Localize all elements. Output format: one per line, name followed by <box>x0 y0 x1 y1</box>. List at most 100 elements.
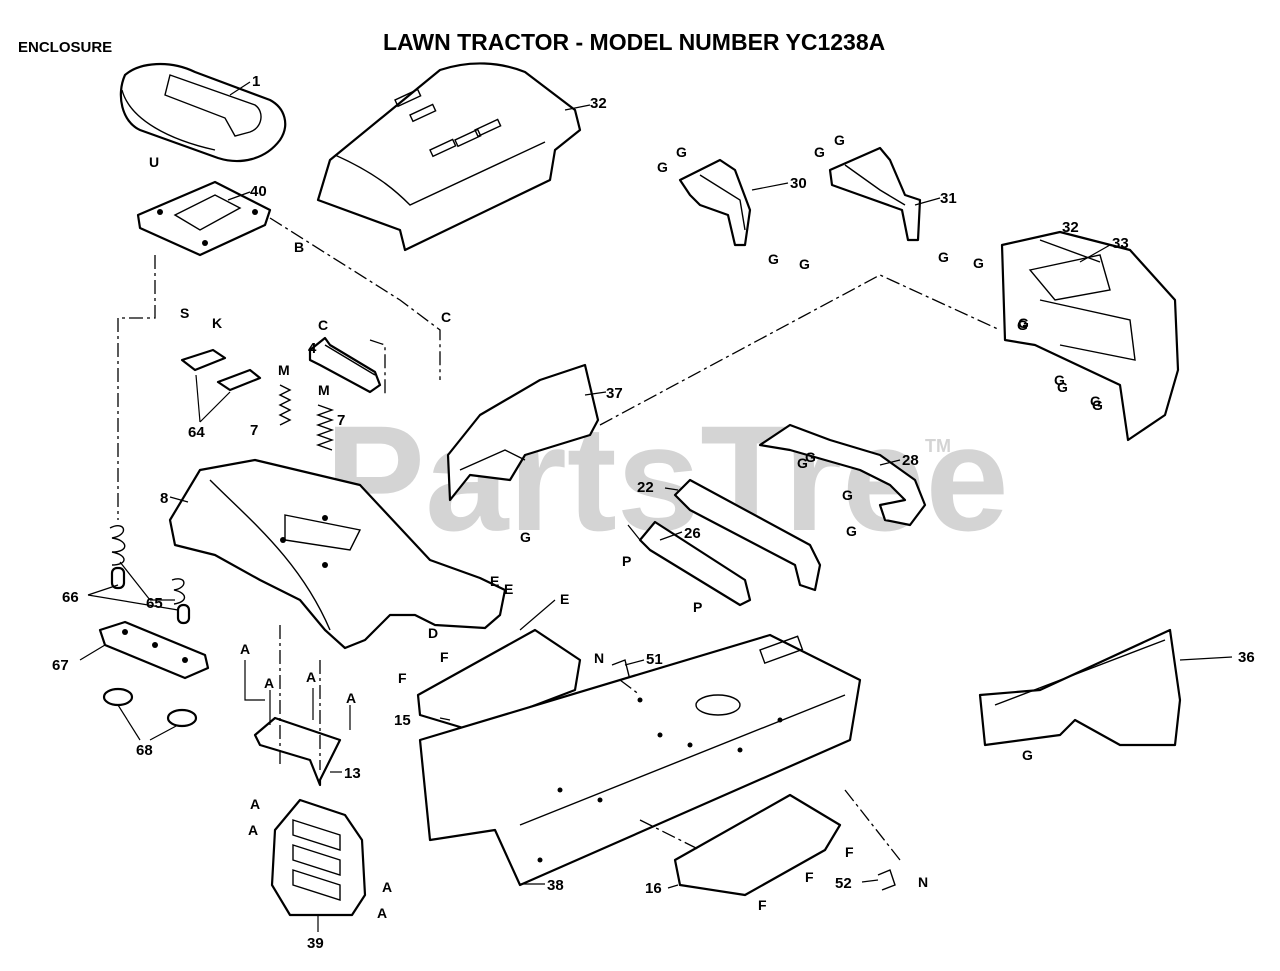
part-main-frame[interactable] <box>418 633 862 887</box>
part-plate[interactable] <box>98 620 210 680</box>
part-channel[interactable] <box>673 478 822 592</box>
part-number-33[interactable]: 33 <box>1112 235 1129 252</box>
reference-letter-g: G <box>805 449 816 465</box>
reference-letter-g: G <box>768 251 779 267</box>
reference-letter-g: G <box>973 255 984 271</box>
part-number-36[interactable]: 36 <box>1238 649 1255 666</box>
part-number-1[interactable]: 1 <box>252 73 260 90</box>
part-fender[interactable] <box>168 458 507 650</box>
reference-letter-a: A <box>264 675 274 691</box>
part-number-32[interactable]: 32 <box>590 95 607 112</box>
part-number-65[interactable]: 65 <box>146 595 163 612</box>
reference-letter-g: G <box>1054 372 1065 388</box>
part-dash-panel[interactable] <box>446 363 600 502</box>
part-hood[interactable] <box>316 62 582 252</box>
part-number-16[interactable]: 16 <box>645 880 662 897</box>
part-number-38[interactable]: 38 <box>547 877 564 894</box>
part-number-40[interactable]: 40 <box>250 183 267 200</box>
reference-letter-m: M <box>318 382 330 398</box>
part-number-15[interactable]: 15 <box>394 712 411 729</box>
part-number-64[interactable]: 64 <box>188 424 205 441</box>
part-clip-52[interactable] <box>877 869 896 891</box>
reference-letter-n: N <box>918 874 928 890</box>
part-number-52[interactable]: 52 <box>835 875 852 892</box>
part-bracket-left[interactable] <box>678 158 752 247</box>
part-pads[interactable] <box>180 348 262 392</box>
part-number-26[interactable]: 26 <box>684 525 701 542</box>
part-bushings[interactable] <box>102 687 198 728</box>
part-number-13[interactable]: 13 <box>344 765 361 782</box>
reference-letter-g: G <box>842 487 853 503</box>
reference-letter-g: G <box>1022 747 1033 763</box>
reference-letter-g: G <box>834 132 845 148</box>
reference-letter-g: G <box>1092 397 1103 413</box>
part-pins-66[interactable] <box>110 566 191 625</box>
reference-letter-n: N <box>594 650 604 666</box>
reference-letter-g: G <box>520 529 531 545</box>
part-step-plate[interactable] <box>673 793 842 897</box>
reference-letter-a: A <box>250 796 260 812</box>
reference-letter-e: E <box>504 581 513 597</box>
part-shield[interactable] <box>270 798 367 917</box>
reference-letter-f: F <box>805 869 814 885</box>
part-number-30[interactable]: 30 <box>790 175 807 192</box>
reference-letter-b: B <box>294 239 304 255</box>
reference-letter-f: F <box>758 897 767 913</box>
callout-layer: 1 32 40 30 31 32 33 4 37 64 7 7 8 22 28 26 66 65 67 68 51 15 3… <box>52 73 1255 952</box>
part-seat[interactable] <box>119 62 287 162</box>
reference-letter-g: G <box>657 159 668 175</box>
reference-letter-m: M <box>278 362 290 378</box>
reference-letter-a: A <box>248 822 258 838</box>
part-number-28[interactable]: 28 <box>902 452 919 469</box>
part-side-panel[interactable] <box>978 628 1182 747</box>
reference-letter-g: G <box>846 523 857 539</box>
part-rear-panel[interactable] <box>1000 230 1180 442</box>
part-springs[interactable] <box>278 384 335 451</box>
part-number-7[interactable]: 7 <box>250 422 258 439</box>
leader-lines <box>79 81 1233 932</box>
part-seat-pan[interactable] <box>136 180 272 257</box>
reference-letter-c: C <box>441 309 451 325</box>
part-bracket-13[interactable] <box>253 716 342 787</box>
part-bracket-4[interactable] <box>308 336 382 394</box>
part-number-37[interactable]: 37 <box>606 385 623 402</box>
part-number-7[interactable]: 7 <box>337 412 345 429</box>
reference-letter-g: G <box>676 144 687 160</box>
section-label: ENCLOSURE <box>18 39 112 56</box>
part-number-51[interactable]: 51 <box>646 651 663 668</box>
part-number-32[interactable]: 32 <box>1062 219 1079 236</box>
reference-letter-g: G <box>797 455 808 471</box>
reference-letter-g: G <box>1057 379 1068 395</box>
part-number-8[interactable]: 8 <box>160 490 168 507</box>
watermark-tm: TM <box>925 436 951 456</box>
reference-letter-p: P <box>622 553 631 569</box>
part-frame-28[interactable] <box>758 423 927 527</box>
reference-letter-p: P <box>693 599 702 615</box>
reference-letter-d: D <box>428 625 438 641</box>
reference-letter-f: F <box>440 649 449 665</box>
part-number-39[interactable]: 39 <box>307 935 324 952</box>
reference-letter-e: E <box>490 573 499 589</box>
reference-letter-c: C <box>318 317 328 333</box>
part-cover-15[interactable] <box>416 628 582 732</box>
page-title: LAWN TRACTOR - MODEL NUMBER YC1238A <box>383 29 885 55</box>
part-springs-65[interactable] <box>109 525 186 605</box>
reference-letter-g: G <box>1017 317 1028 333</box>
reference-letter-s: S <box>180 305 189 321</box>
part-rail[interactable] <box>638 520 752 607</box>
part-bracket-right[interactable] <box>828 146 922 242</box>
reference-letter-g: G <box>1090 393 1101 409</box>
connection-lines <box>117 217 1001 861</box>
part-number-31[interactable]: 31 <box>940 190 957 207</box>
reference-letter-g: G <box>799 256 810 272</box>
reference-letter-k: K <box>212 315 222 331</box>
part-number-66[interactable]: 66 <box>62 589 79 606</box>
reference-letter-f: F <box>398 670 407 686</box>
part-number-22[interactable]: 22 <box>637 479 654 496</box>
part-number-4[interactable]: 4 <box>308 340 317 357</box>
reference-letter-a: A <box>377 905 387 921</box>
reference-letter-a: A <box>240 641 250 657</box>
part-number-68[interactable]: 68 <box>136 742 153 759</box>
part-number-67[interactable]: 67 <box>52 657 69 674</box>
